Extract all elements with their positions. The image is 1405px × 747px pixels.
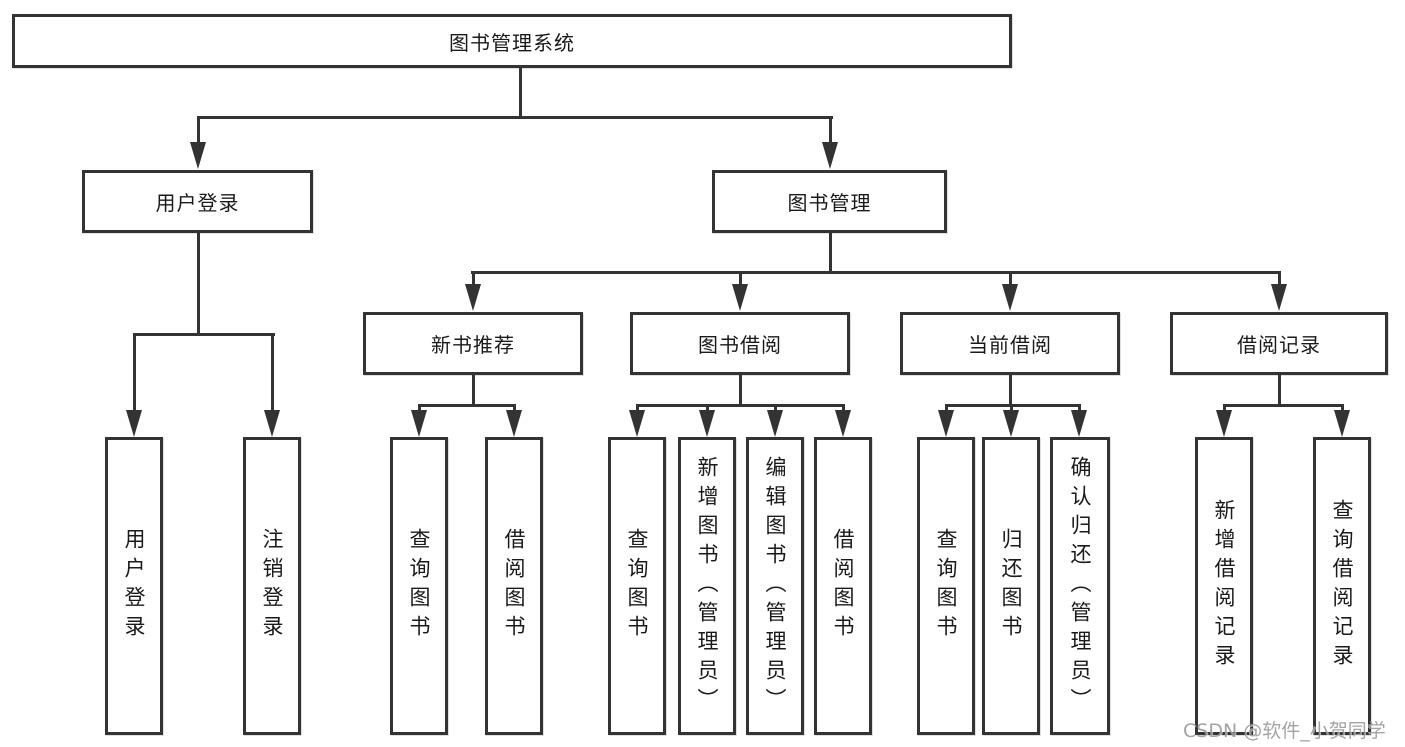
connector-line xyxy=(471,271,1281,274)
leaf-borrow-books-recommend-label: 借阅图书 xyxy=(502,528,526,644)
connector-line xyxy=(1223,404,1344,407)
leaf-add-borrow-record-label: 新增借阅记录 xyxy=(1212,499,1236,673)
leaf-confirm-return-admin: 确认归还（管理员） xyxy=(1050,437,1110,735)
leaf-return-books: 归还图书 xyxy=(982,437,1040,735)
connector-line xyxy=(829,118,832,144)
arrow-down-icon xyxy=(1003,410,1019,437)
leaf-edit-books-admin-label: 编辑图书（管理员） xyxy=(763,455,787,717)
node-new-book-recommend: 新书推荐 xyxy=(363,312,583,375)
leaf-confirm-return-admin-label: 确认归还（管理员） xyxy=(1068,455,1092,717)
connector-line xyxy=(1278,274,1281,286)
leaf-logout-label: 注销登录 xyxy=(260,528,284,644)
leaf-query-books-borrowing: 查询图书 xyxy=(608,437,666,735)
arrow-down-icon xyxy=(190,142,206,169)
arrow-down-icon xyxy=(1216,410,1232,437)
arrow-down-icon xyxy=(822,142,838,169)
arrow-down-icon xyxy=(767,410,783,437)
leaf-query-books-recommend-label: 查询图书 xyxy=(407,528,431,644)
csdn-watermark: CSDN @软件_小贺同学 xyxy=(1183,720,1386,742)
node-root-system: 图书管理系统 xyxy=(12,14,1012,68)
node-book-management: 图书管理 xyxy=(712,170,947,233)
arrow-down-icon xyxy=(699,410,715,437)
leaf-borrow-books-recommend: 借阅图书 xyxy=(485,437,543,735)
leaf-user-login: 用户登录 xyxy=(105,437,163,735)
leaf-user-login-label: 用户登录 xyxy=(122,528,146,644)
leaf-query-books-borrowing-label: 查询图书 xyxy=(625,528,649,644)
arrow-down-icon xyxy=(465,284,481,311)
connector-line xyxy=(519,67,522,118)
connector-line xyxy=(133,333,275,336)
connector-line xyxy=(739,375,742,406)
leaf-logout: 注销登录 xyxy=(243,437,301,735)
node-current-borrowing: 当前借阅 xyxy=(900,312,1120,375)
node-book-management-label: 图书管理 xyxy=(787,191,872,215)
node-current-borrowing-label: 当前借阅 xyxy=(968,333,1052,357)
leaf-query-books-recommend: 查询图书 xyxy=(390,437,448,735)
arrow-down-icon xyxy=(506,410,522,437)
leaf-borrow-books-label: 借阅图书 xyxy=(831,528,855,644)
arrow-down-icon xyxy=(835,410,851,437)
leaf-add-books-admin-label: 新增图书（管理员） xyxy=(695,455,719,717)
node-borrowing-records: 借阅记录 xyxy=(1170,312,1388,375)
connector-line xyxy=(197,118,200,144)
arrow-down-icon xyxy=(411,410,427,437)
leaf-query-borrow-record: 查询借阅记录 xyxy=(1313,437,1371,735)
leaf-add-borrow-record: 新增借阅记录 xyxy=(1195,437,1253,735)
leaf-query-books-current: 查询图书 xyxy=(917,437,975,735)
connector-line xyxy=(739,274,742,286)
leaf-borrow-books: 借阅图书 xyxy=(814,437,872,735)
leaf-query-books-current-label: 查询图书 xyxy=(934,528,958,644)
arrow-down-icon xyxy=(1271,284,1287,311)
node-root-label: 图书管理系统 xyxy=(449,30,575,55)
connector-line xyxy=(829,233,832,273)
connector-line xyxy=(271,336,274,412)
connector-line xyxy=(472,375,475,406)
connector-line xyxy=(636,404,845,407)
connector-line xyxy=(197,233,200,335)
arrow-down-icon xyxy=(938,410,954,437)
arrow-down-icon xyxy=(1334,410,1350,437)
connector-line xyxy=(133,336,136,412)
connector-line xyxy=(945,404,1081,407)
connector-line xyxy=(1009,274,1012,286)
connector-line xyxy=(1009,375,1012,406)
arrow-down-icon xyxy=(1002,284,1018,311)
node-borrowing-records-label: 借阅记录 xyxy=(1237,333,1321,357)
arrow-down-icon xyxy=(126,410,142,437)
node-book-borrowing: 图书借阅 xyxy=(630,312,850,375)
arrow-down-icon xyxy=(732,284,748,311)
node-book-borrowing-label: 图书借阅 xyxy=(698,333,782,357)
node-user-login: 用户登录 xyxy=(82,170,313,233)
connector-line xyxy=(472,274,475,286)
leaf-edit-books-admin: 编辑图书（管理员） xyxy=(746,437,804,735)
arrow-down-icon xyxy=(629,410,645,437)
arrow-down-icon xyxy=(264,410,280,437)
node-new-book-recommend-label: 新书推荐 xyxy=(431,333,515,357)
connector-line xyxy=(418,404,516,407)
arrow-down-icon xyxy=(1071,410,1087,437)
node-user-login-label: 用户登录 xyxy=(155,191,240,215)
connector-line xyxy=(1278,375,1281,406)
leaf-add-books-admin: 新增图书（管理员） xyxy=(678,437,736,735)
leaf-return-books-label: 归还图书 xyxy=(999,528,1023,644)
leaf-query-borrow-record-label: 查询借阅记录 xyxy=(1330,499,1354,673)
connector-line xyxy=(197,116,833,119)
